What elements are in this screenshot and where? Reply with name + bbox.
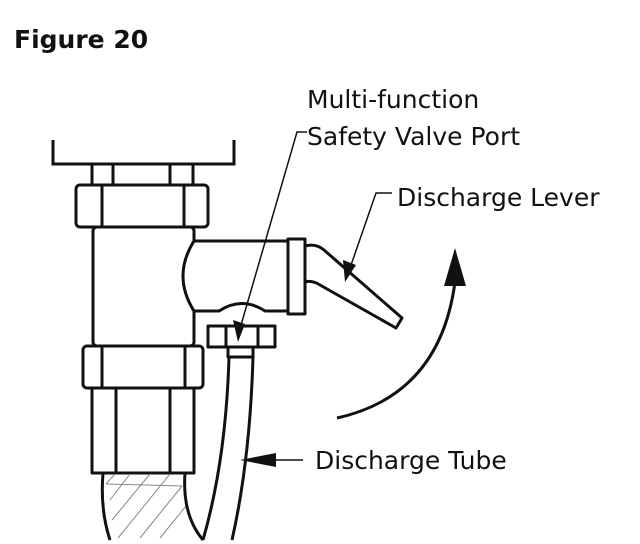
lower-nut (81, 344, 205, 390)
tank-top-plate (51, 140, 236, 188)
bottom-fitting (90, 386, 205, 541)
rotation-arrow (336, 248, 466, 420)
discharge-lever-shape (303, 243, 404, 330)
upper-nut (74, 183, 210, 229)
leader-safety-valve (233, 131, 307, 342)
valve-body (91, 225, 307, 348)
safety-valve-port-nut (206, 324, 277, 359)
leader-discharge-tube (240, 453, 303, 467)
label-discharge-lever: Discharge Lever (397, 183, 600, 212)
label-multi-function: Multi-function (307, 85, 479, 114)
leader-discharge-lever (343, 192, 392, 282)
label-discharge-tube: Discharge Tube (315, 446, 507, 475)
label-safety-valve-port: Safety Valve Port (307, 122, 520, 151)
figure-title: Figure 20 (14, 25, 148, 54)
flange (286, 237, 307, 316)
discharge-tube-shape (201, 356, 255, 541)
